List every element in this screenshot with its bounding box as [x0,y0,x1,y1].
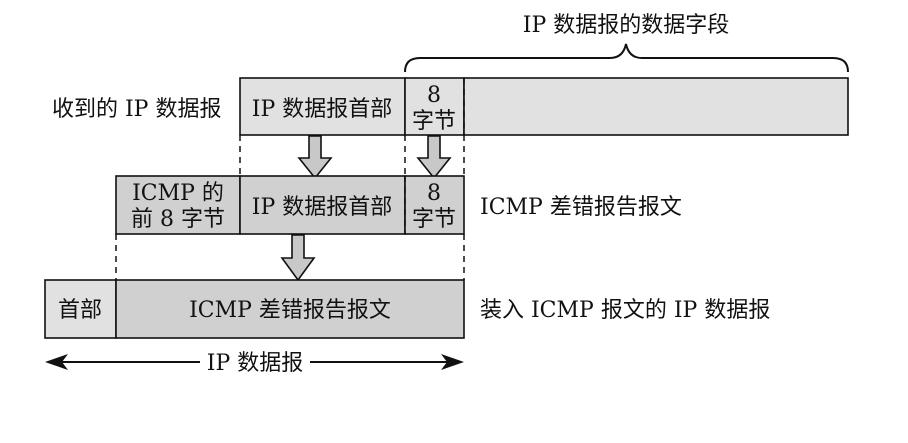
row2-8-text: 8 [427,181,441,206]
right-arrowhead [441,354,464,370]
ip-datagram-label: IP 数据报 [207,351,304,376]
data-field-label: IP 数据报的数据字段 [523,13,730,38]
row1-ip-header-text: IP 数据报首部 [252,97,393,122]
row3-icmp-box [115,279,465,339]
row1-data-rest-box [463,77,849,136]
data-field-brace [404,43,849,73]
encapsulated-label: 装入 ICMP 报文的 IP 数据报 [480,298,770,323]
left-arrowhead [45,354,68,370]
row1-ip-header-box [239,77,406,136]
row1-bytes-text: 字节 [412,109,456,134]
row2-8byte-box [404,175,465,235]
row2-icmp-line2: 前 8 字节 [131,207,225,232]
row3-header-box [44,279,117,339]
row3-icmp-text: ICMP 差错报告报文 [189,298,391,323]
row2-icmp-line1: ICMP 的 [132,181,224,206]
row2-ip-header-text: IP 数据报首部 [252,195,393,220]
icmp-error-msg-label: ICMP 差错报告报文 [480,195,682,220]
row1-8-text: 8 [427,83,441,108]
row2-ip-header-box [239,175,406,235]
down-arrow-8bytes [416,135,452,180]
row2-bytes-text: 字节 [412,207,456,232]
down-arrow-header [297,135,333,180]
row1-8byte-box [404,77,465,136]
row3-header-text: 首部 [58,298,102,323]
received-ip-label: 收到的 IP 数据报 [52,97,221,122]
down-arrow-encapsulate [280,234,316,282]
